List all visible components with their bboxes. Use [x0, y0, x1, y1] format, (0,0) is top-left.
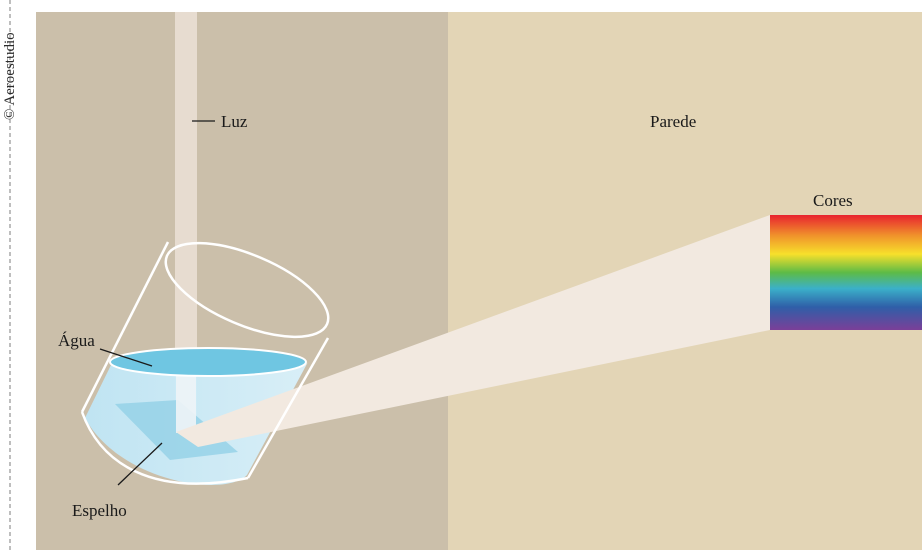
colors-label: Cores: [813, 191, 853, 210]
glass-right-wall: [246, 337, 330, 479]
photo-credit: © Aeroestudio: [2, 32, 18, 120]
mirror-label: Espelho: [72, 501, 127, 520]
mirror-leader-line: [117, 442, 163, 486]
light-beam: [175, 12, 197, 432]
water-leader-line: [99, 348, 153, 367]
water-surface: [109, 347, 307, 377]
water-label: Água: [58, 331, 95, 350]
glass-left-wall: [80, 241, 170, 413]
glass-bottom: [80, 411, 249, 485]
light-label: Luz: [221, 112, 248, 131]
reflected-beam: [176, 215, 770, 447]
color-spectrum: [770, 215, 922, 330]
glass-rim: [164, 241, 330, 339]
light-beam-in-water: [176, 365, 196, 433]
wall-label: Parede: [650, 112, 696, 131]
